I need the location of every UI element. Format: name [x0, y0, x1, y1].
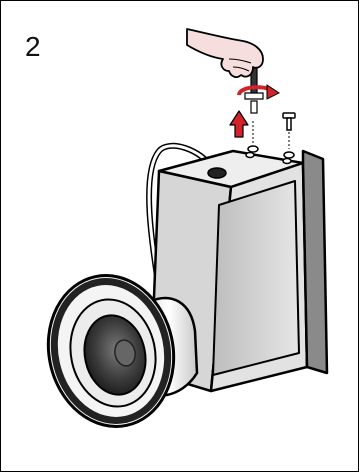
screw-icon [253, 113, 295, 149]
hand-icon [187, 29, 263, 77]
lift-arrow-icon [230, 111, 248, 137]
